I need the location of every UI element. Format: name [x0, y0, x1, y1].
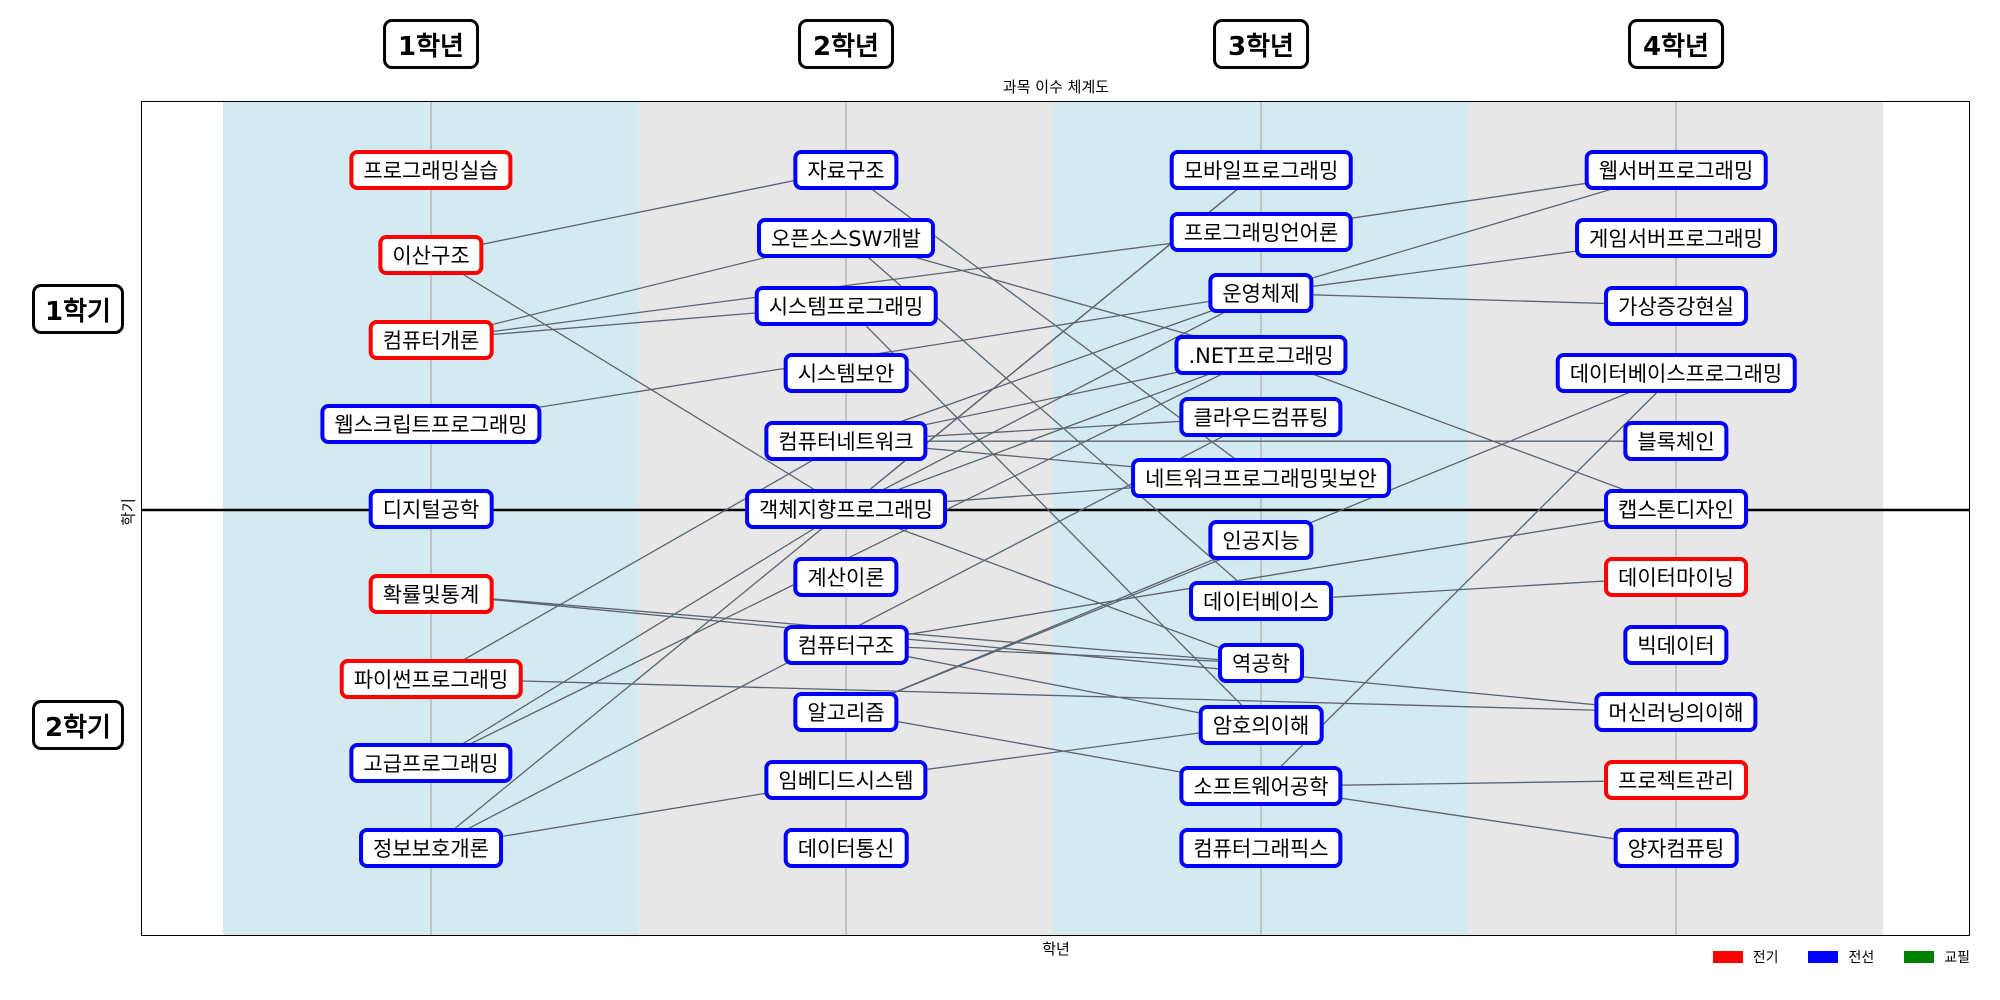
edge-y2-5-y3-3: [845, 292, 1262, 442]
x-axis-label: 학년: [1042, 940, 1070, 958]
legend-item-general: 교필: [1904, 947, 1970, 967]
edge-y1-7-y4-9: [430, 677, 1677, 714]
course-node-y1-1[interactable]: 프로그래밍실습: [349, 150, 513, 190]
edge-y2-3-y3-10: [845, 305, 1262, 726]
course-node-y1-3[interactable]: 컴퓨터개론: [368, 319, 494, 360]
course-node-y4-9[interactable]: 머신러닝의이해: [1594, 692, 1758, 733]
course-node-y4-8[interactable]: 빅데이터: [1623, 624, 1729, 665]
edge-y3-11-y4-4: [1260, 372, 1677, 787]
course-node-y4-1[interactable]: 웹서버프로그래밍: [1584, 150, 1768, 190]
legend-item-elective: 전선: [1808, 947, 1874, 967]
semester-label-2: 2학기: [32, 700, 124, 750]
edge-y1-7-y2-5: [430, 440, 847, 680]
edge-y3-3-y4-1: [1260, 169, 1677, 294]
course-node-y2-6[interactable]: 객체지향프로그래밍: [745, 489, 947, 529]
edge-y2-6-y3-9: [845, 508, 1262, 664]
course-node-y2-8[interactable]: 컴퓨터구조: [783, 624, 909, 665]
edge-y2-6-y3-3: [845, 292, 1262, 510]
course-node-y4-11[interactable]: 양자컴퓨팅: [1613, 828, 1739, 868]
course-node-y3-8[interactable]: 데이터베이스: [1189, 581, 1333, 622]
course-node-y1-8[interactable]: 고급프로그래밍: [349, 743, 513, 784]
course-node-y3-2[interactable]: 프로그래밍언어론: [1169, 211, 1353, 252]
course-node-y4-2[interactable]: 게임서버프로그래밍: [1575, 217, 1777, 258]
edge-y2-8-y3-10: [845, 643, 1262, 726]
course-node-y1-2[interactable]: 이산구조: [378, 234, 484, 275]
course-node-y2-2[interactable]: 오픈소스SW개발: [756, 217, 936, 258]
course-node-y1-6[interactable]: 확률및통계: [368, 573, 494, 614]
legend-label-elective: 전선: [1848, 950, 1875, 966]
legend-label-general: 교필: [1944, 950, 1970, 966]
legend-swatch-required: [1712, 951, 1743, 963]
course-node-y3-3[interactable]: 운영체제: [1208, 273, 1314, 314]
course-node-y1-4[interactable]: 웹스크립트프로그래밍: [320, 404, 542, 445]
course-node-y2-10[interactable]: 임베디드시스템: [764, 760, 928, 801]
edge-y1-2-y2-1: [430, 169, 847, 256]
course-node-y2-5[interactable]: 컴퓨터네트워크: [764, 421, 928, 462]
legend-swatch-elective: [1808, 951, 1839, 963]
edge-y2-6-y3-4: [845, 354, 1262, 510]
legend-swatch-general: [1904, 951, 1935, 963]
course-node-y1-9[interactable]: 정보보호개론: [359, 828, 503, 868]
course-node-y3-1[interactable]: 모바일프로그래밍: [1169, 150, 1353, 190]
edge-y1-6-y4-9: [430, 593, 1677, 714]
diagram-title: 과목 이수 체계도: [1002, 78, 1110, 96]
course-node-y4-3[interactable]: 가상증강현실: [1604, 285, 1748, 326]
legend: 전기 전선 교필: [1712, 947, 1970, 967]
year-header-2: 2학년: [798, 19, 894, 69]
course-node-y3-6[interactable]: 네트워크프로그래밍및보안: [1131, 458, 1391, 499]
course-node-y2-9[interactable]: 알고리즘: [793, 692, 899, 733]
course-node-y3-11[interactable]: 소프트웨어공학: [1179, 766, 1343, 807]
course-node-y2-3[interactable]: 시스템프로그래밍: [754, 285, 938, 326]
course-node-y3-4[interactable]: .NET프로그래밍: [1174, 334, 1348, 375]
legend-item-required: 전기: [1712, 947, 1779, 967]
course-node-y1-5[interactable]: 디지털공학: [368, 489, 494, 529]
semester-label-1: 1학기: [32, 284, 124, 334]
course-node-y3-12[interactable]: 컴퓨터그래픽스: [1179, 828, 1343, 868]
course-node-y2-1[interactable]: 자료구조: [793, 150, 899, 190]
course-node-y4-4[interactable]: 데이터베이스프로그래밍: [1555, 353, 1797, 394]
course-node-y4-5[interactable]: 블록체인: [1623, 421, 1729, 462]
course-node-y1-7[interactable]: 파이썬프로그래밍: [339, 658, 523, 699]
year-header-1: 1학년: [383, 19, 479, 69]
edge-y2-8-y4-6: [845, 508, 1677, 646]
course-node-y3-10[interactable]: 암호의이해: [1198, 704, 1324, 745]
edge-y3-4-y4-6: [1260, 354, 1677, 510]
edge-y1-8-y2-6: [430, 508, 847, 764]
course-node-y2-11[interactable]: 데이터통신: [783, 828, 909, 868]
course-node-y2-7[interactable]: 계산이론: [793, 556, 899, 597]
edge-y1-3-y3-2: [430, 230, 1262, 341]
edge-y1-2-y2-6: [430, 254, 847, 510]
course-node-y3-9[interactable]: 역공학: [1218, 643, 1304, 684]
course-node-y4-7[interactable]: 데이터마이닝: [1604, 556, 1748, 597]
course-node-y3-7[interactable]: 인공지능: [1208, 519, 1314, 560]
plot-frame: [141, 101, 1970, 936]
legend-label-required: 전기: [1752, 950, 1779, 966]
course-node-y2-4[interactable]: 시스템보안: [783, 353, 909, 394]
course-node-y4-10[interactable]: 프로젝트관리: [1604, 760, 1748, 801]
year-header-3: 3학년: [1213, 19, 1309, 69]
y-axis-label: 학기: [119, 498, 138, 526]
year-header-4: 4학년: [1628, 19, 1724, 69]
course-node-y4-6[interactable]: 캡스톤디자인: [1604, 489, 1748, 529]
course-node-y3-5[interactable]: 클라우드컴퓨팅: [1179, 396, 1343, 437]
edge-y2-8-y3-9: [845, 643, 1262, 664]
